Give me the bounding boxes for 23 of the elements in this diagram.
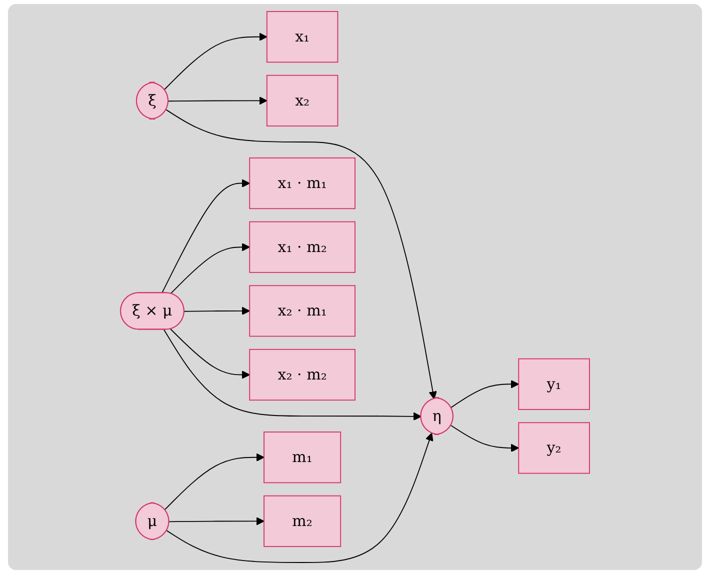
arrow <box>166 432 434 563</box>
node-box: x₂ · m₂ <box>249 348 356 401</box>
node-box: x₁ · m₂ <box>249 221 356 273</box>
node-box: m₂ <box>264 495 342 547</box>
node-box: y₁ <box>518 358 590 410</box>
arrow <box>163 329 422 421</box>
arrow <box>164 32 268 90</box>
arrow <box>168 96 268 105</box>
arrow <box>168 517 264 526</box>
arrow <box>450 425 520 452</box>
arrow <box>164 453 264 510</box>
arrow <box>184 306 250 316</box>
node-box: y₂ <box>518 422 590 474</box>
node-box: m₁ <box>264 432 342 484</box>
arrow <box>166 109 437 400</box>
node-box: x₁ · m₁ <box>249 157 356 210</box>
node-box: x₂ <box>266 74 338 126</box>
node-box: x₁ <box>266 11 338 63</box>
arrow <box>170 242 250 294</box>
arrow <box>170 328 250 379</box>
arrow <box>450 380 520 408</box>
node-box: x₂ · m₁ <box>249 285 356 337</box>
arrow <box>161 179 250 294</box>
